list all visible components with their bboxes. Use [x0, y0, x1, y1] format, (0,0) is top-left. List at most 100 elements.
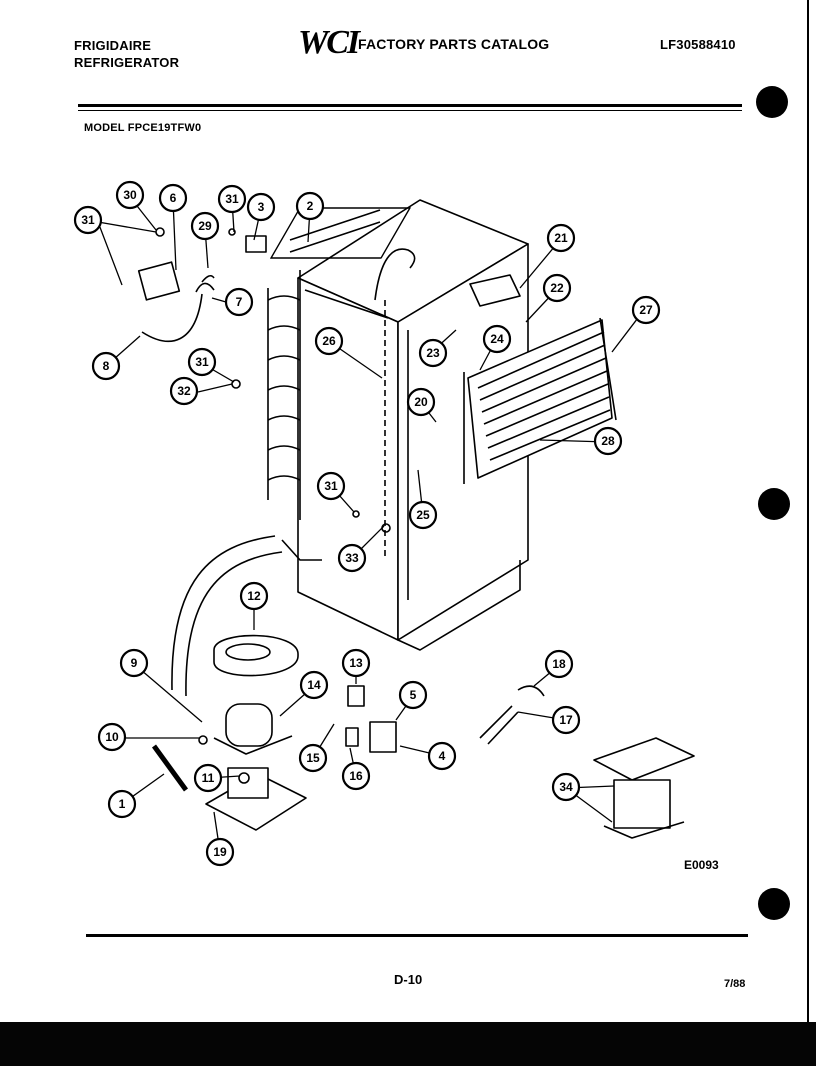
catalog-number: LF30588410	[660, 37, 736, 52]
callout-label: 1	[119, 797, 126, 811]
relay-drawing	[345, 685, 397, 753]
callout-label: 17	[559, 713, 573, 727]
callout-label: 29	[198, 219, 212, 233]
product-type: REFRIGERATOR	[74, 55, 180, 70]
callout-label: 27	[639, 303, 653, 317]
callout-label: 14	[307, 678, 321, 692]
callout-label: 18	[552, 657, 566, 671]
header-rule-thick	[78, 104, 742, 107]
callout-label: 2	[307, 199, 314, 213]
callout-marker: 33	[337, 543, 367, 573]
evaporator-drawing	[463, 274, 617, 484]
callout-marker: 16	[341, 761, 371, 791]
compressor-base-drawing	[205, 767, 307, 831]
callout-marker: 31	[217, 184, 247, 214]
callout-label: 10	[105, 730, 119, 744]
callout-label: 16	[349, 769, 363, 783]
binder-hole-middle	[758, 488, 790, 520]
callout-marker: 18	[544, 649, 574, 679]
drain-tube-drawing	[171, 535, 322, 697]
callout-marker: 31	[187, 347, 217, 377]
callout-marker: 19	[205, 837, 235, 867]
wci-logo: WCI	[298, 24, 360, 61]
callout-marker: 31	[316, 471, 346, 501]
binder-hole-bottom	[758, 888, 790, 920]
callout-label: 34	[559, 780, 573, 794]
callout-marker: 31	[73, 205, 103, 235]
callout-marker: 8	[91, 351, 121, 381]
callout-marker: 10	[97, 722, 127, 752]
callout-label: 32	[177, 384, 191, 398]
callout-marker: 34	[551, 772, 581, 802]
callout-marker: 17	[551, 705, 581, 735]
callout-label: 25	[416, 508, 430, 522]
callout-label: 12	[247, 589, 261, 603]
callout-marker: 1	[107, 789, 137, 819]
callout-label: 31	[324, 479, 338, 493]
callout-label: 3	[258, 200, 265, 214]
condenser-coil-drawing	[267, 207, 411, 520]
callout-label: 31	[81, 213, 95, 227]
thermostat-tube-drawing	[479, 705, 519, 745]
callout-marker: 5	[398, 680, 428, 710]
diagram-code: E0093	[684, 858, 719, 872]
callout-marker: 2	[295, 191, 325, 221]
callout-label: 28	[601, 434, 615, 448]
model-label: MODEL FPCE19TFW0	[84, 122, 202, 134]
revision-date: 7/88	[724, 978, 746, 990]
callout-marker: 24	[482, 324, 512, 354]
callout-label: 13	[349, 656, 363, 670]
callout-marker: 27	[631, 295, 661, 325]
callout-label: 11	[202, 771, 215, 785]
callout-marker: 6	[158, 183, 188, 213]
scan-border	[0, 1022, 816, 1066]
page-number: D-10	[394, 972, 423, 987]
callout-label: 19	[213, 845, 227, 859]
callout-marker: 9	[119, 648, 149, 678]
clip-drawing	[517, 685, 545, 697]
callout-label: 21	[554, 231, 568, 245]
callout-label: 24	[490, 332, 504, 346]
callout-marker: 13	[341, 648, 371, 678]
callout-label: 33	[345, 551, 359, 565]
callout-marker: 14	[299, 670, 329, 700]
callout-label: 8	[103, 359, 110, 373]
footer-rule	[86, 934, 748, 937]
callout-label: 6	[170, 191, 177, 205]
compressor-drawing	[213, 703, 293, 755]
callout-marker: 28	[593, 426, 623, 456]
brand-name: FRIGIDAIRE	[74, 38, 152, 53]
header-rule-thin	[78, 110, 742, 111]
callout-label: 30	[123, 188, 137, 202]
callout-marker: 7	[224, 287, 254, 317]
callout-marker: 3	[246, 192, 276, 222]
page-edge	[807, 0, 809, 1022]
fan-motor-drawing	[593, 737, 695, 839]
callout-group: 31 30 6 29 31 3 2 7 8 31 32 26 21 22 27 …	[73, 180, 661, 867]
callout-marker: 11	[193, 763, 223, 793]
callout-label: 26	[322, 334, 336, 348]
callout-label: 22	[550, 281, 564, 295]
callout-marker: 12	[239, 581, 269, 611]
drier-drawing	[151, 744, 189, 792]
callout-marker: 25	[408, 500, 438, 530]
catalog-title: FACTORY PARTS CATALOG	[358, 36, 550, 52]
drain-pan-drawing	[213, 634, 299, 677]
callout-label: 31	[195, 355, 209, 369]
callout-marker: 29	[190, 211, 220, 241]
callout-label: 9	[131, 656, 138, 670]
callout-marker: 15	[298, 743, 328, 773]
callout-marker: 32	[169, 376, 199, 406]
callout-marker: 21	[546, 223, 576, 253]
binder-hole-top	[756, 86, 788, 118]
callout-label: 23	[426, 346, 440, 360]
callout-marker: 20	[406, 387, 436, 417]
callout-marker: 4	[427, 741, 457, 771]
callout-marker: 22	[542, 273, 572, 303]
callout-label: 20	[414, 395, 428, 409]
hardware-drawing	[137, 227, 391, 784]
callout-label: 31	[225, 192, 239, 206]
callout-label: 7	[236, 295, 243, 309]
callout-marker: 26	[314, 326, 344, 356]
